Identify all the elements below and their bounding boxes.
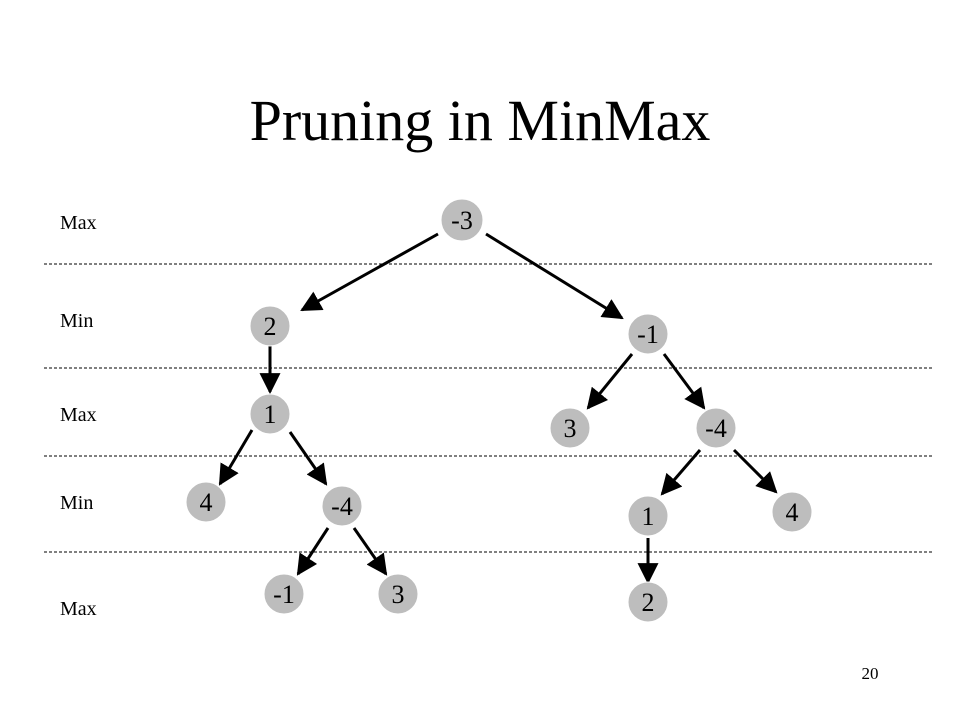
tree-node-max-left: 1 (249, 393, 291, 435)
node-value: 3 (392, 580, 405, 609)
tree-node-min-rr: 4 (771, 491, 813, 533)
node-value: -4 (705, 414, 727, 443)
tree-node-min-ll: 4 (185, 481, 227, 523)
node-value: -4 (331, 492, 353, 521)
node-value: -1 (273, 580, 295, 609)
tree-node-leaf-c: 2 (627, 581, 669, 623)
tree-node-min-rl: 1 (627, 495, 669, 537)
node-value: 2 (264, 312, 277, 341)
tree-edge (288, 431, 328, 486)
tree-edge (300, 232, 439, 312)
tree-node-max-right-b: -4 (695, 407, 737, 449)
tree-edge (662, 353, 706, 410)
node-value: -3 (451, 206, 473, 235)
level-label-max: Max (60, 212, 97, 234)
tree-edge (485, 232, 624, 320)
node-value: 4 (786, 498, 799, 527)
page-number: 20 (861, 664, 879, 683)
tree-node-min-lr: -4 (321, 485, 363, 527)
node-value: 1 (642, 502, 655, 531)
tree-edge (660, 449, 702, 496)
level-label-max: Max (60, 404, 97, 426)
node-value: 1 (264, 400, 277, 429)
level-label-min: Min (60, 310, 94, 332)
node-value: 4 (200, 488, 213, 517)
tree-edge (732, 448, 778, 494)
tree-node-min-left: 2 (249, 305, 291, 347)
node-value: 2 (642, 588, 655, 617)
page-title: Pruning in MinMax (249, 88, 711, 153)
tree-edge (296, 527, 330, 576)
tree-edge (352, 527, 388, 576)
tree-edge (586, 353, 634, 410)
tree-node-min-right: -1 (627, 313, 669, 355)
node-value: -1 (637, 320, 659, 349)
tree-node-leaf-a: -1 (263, 573, 305, 615)
tree-edge (218, 429, 254, 486)
tree-node-max-right-a: 3 (549, 407, 591, 449)
tree-node-root: -3 (440, 198, 484, 242)
node-value: 3 (564, 414, 577, 443)
tree-node-leaf-b: 3 (377, 573, 419, 615)
level-label-max: Max (60, 598, 97, 620)
level-label-min: Min (60, 492, 94, 514)
